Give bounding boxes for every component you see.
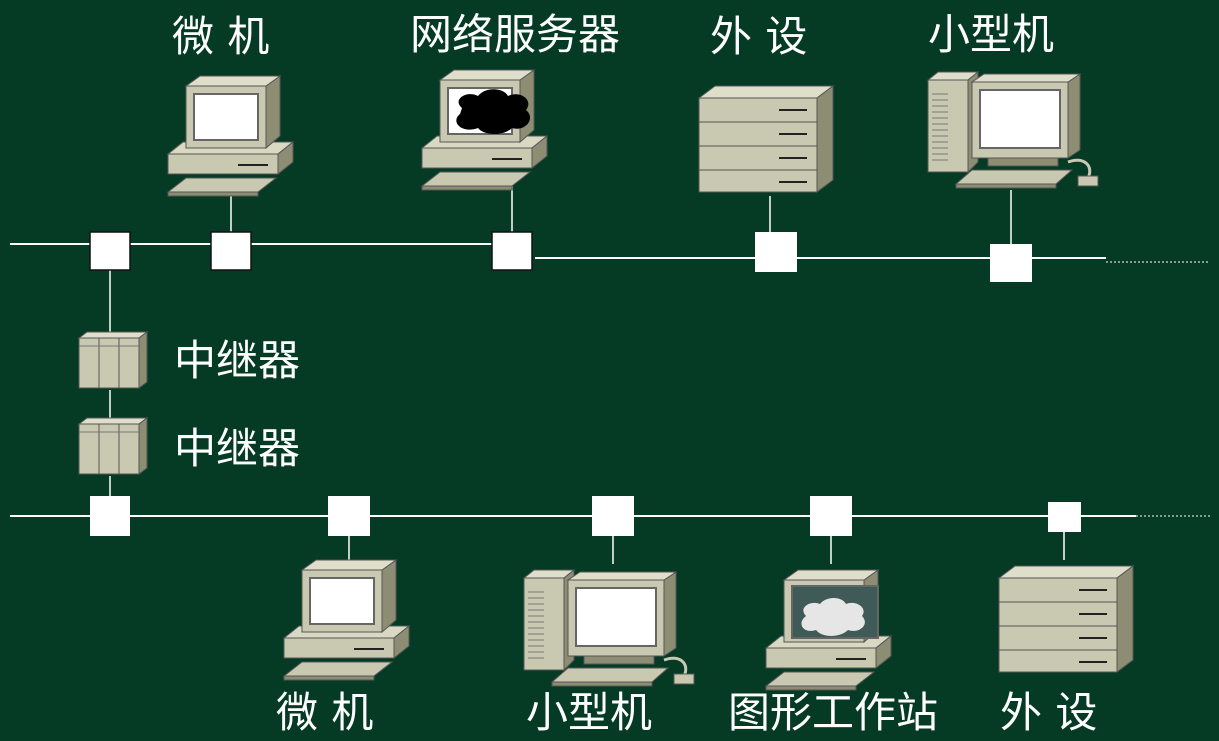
node-peripheral-bottom	[1048, 502, 1081, 532]
node-micro-top	[210, 231, 252, 271]
peripheral-top	[698, 85, 834, 193]
micro-computer-top	[167, 75, 294, 197]
drop-lines	[109, 186, 1065, 564]
label-graphics-workstation: 图形工作站	[728, 688, 939, 737]
repeater-lower	[78, 417, 148, 475]
node-micro-bottom	[328, 496, 370, 536]
network-server	[421, 69, 548, 191]
label-mini-bottom: 小型机	[526, 688, 653, 737]
label-repeater-lower: 中继器	[174, 424, 301, 473]
repeater-upper	[78, 331, 148, 389]
peripheral-bottom	[998, 565, 1134, 673]
graphics-workstation	[765, 569, 892, 691]
node-mini-bottom	[592, 496, 634, 536]
node-mini-top	[990, 244, 1032, 282]
label-peripheral-top: 外 设	[710, 12, 808, 61]
label-repeater-upper: 中继器	[174, 336, 301, 385]
label-peripheral-bottom: 外 设	[1000, 688, 1098, 737]
node-repeater-bottom	[90, 496, 130, 536]
mini-computer-top	[926, 70, 1100, 190]
mini-computer-bottom	[522, 568, 696, 688]
label-micro-bottom: 微 机	[276, 688, 374, 737]
label-network-server: 网络服务器	[410, 10, 621, 59]
label-micro-top: 微 机	[172, 12, 270, 61]
node-repeater-top	[89, 231, 131, 271]
node-peripheral-top	[755, 232, 797, 272]
node-workstation	[810, 496, 852, 536]
node-server	[491, 231, 533, 271]
micro-computer-bottom	[283, 559, 410, 681]
label-mini-top: 小型机	[928, 10, 1055, 59]
